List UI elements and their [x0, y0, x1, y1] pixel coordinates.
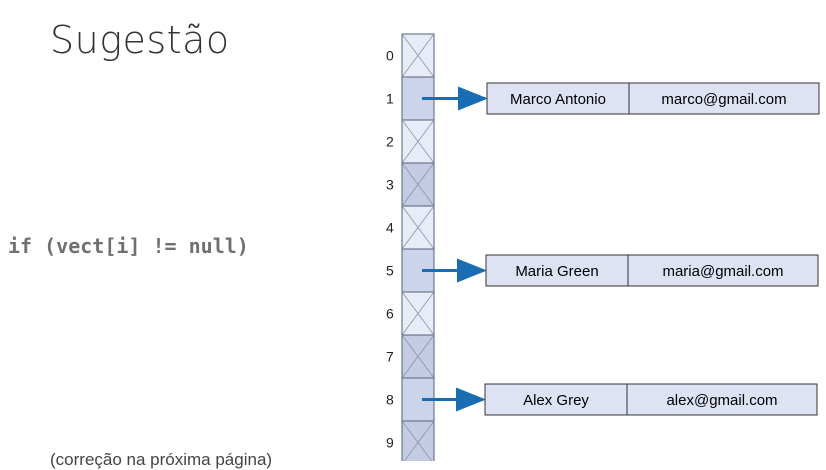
array-cell: 4: [386, 205, 435, 250]
record-name: Marco Antonio: [510, 91, 606, 108]
record-name-box: [486, 82, 630, 115]
record-email-box: [626, 383, 818, 416]
array-index-label: 6: [386, 306, 394, 322]
array-index-label: 5: [386, 263, 394, 279]
record-email: marco@gmail.com: [661, 91, 786, 108]
array-index-label: 9: [386, 435, 394, 451]
record-name-box: [485, 254, 629, 287]
array-index-label: 7: [386, 349, 394, 365]
code-line: if (vect[i] != null): [8, 234, 249, 258]
array-index-label: 8: [386, 392, 394, 408]
record-node: Alex Grey alex@gmail.com: [484, 383, 818, 416]
array-cell: 6: [386, 291, 435, 336]
record-email: maria@gmail.com: [662, 263, 783, 280]
record-name: Maria Green: [515, 263, 598, 280]
record-name: Alex Grey: [523, 392, 589, 409]
array-cell: 3: [386, 162, 435, 207]
record-email-box: [628, 82, 820, 115]
record-node: Marco Antonio marco@gmail.com: [486, 82, 820, 115]
array-index-label: 1: [386, 91, 394, 107]
record-email-box: [627, 254, 819, 287]
array-index-label: 3: [386, 177, 394, 193]
array-cell: 7: [386, 334, 435, 379]
record-email: alex@gmail.com: [666, 392, 777, 409]
array-index-label: 4: [386, 220, 394, 236]
array-cell: 9: [386, 420, 435, 461]
array-index-label: 2: [386, 134, 394, 150]
array-index-label: 0: [386, 48, 394, 64]
array-cell: 0: [386, 33, 435, 78]
array-cell: 2: [386, 119, 435, 164]
record-name-box: [484, 383, 628, 416]
slide-title: Sugestão: [50, 18, 230, 62]
record-node: Maria Green maria@gmail.com: [485, 254, 819, 287]
